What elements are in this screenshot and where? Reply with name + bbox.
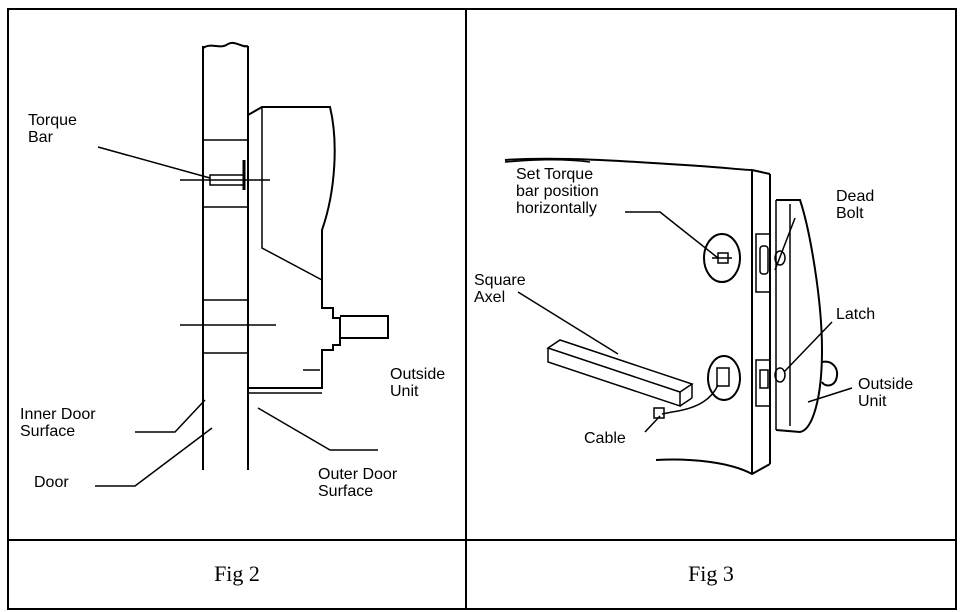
label-torque-bar: Torque Bar [28,112,77,146]
fig2-drawing [180,41,389,470]
label-outside-unit-fig3: Outside Unit [858,376,914,410]
label-set-torque-bar: Set Torque bar position horizontally [516,166,599,217]
fig3-outside-unit [774,199,838,434]
caption-fig-3: Fig 3 [688,561,734,586]
fig3-leaders [517,211,853,433]
label-latch: Latch [836,306,876,323]
torque-bar-drawing [180,174,270,186]
label-dead-bolt: Dead Bolt [836,188,875,222]
label-inner-door-surface: Inner Door Surface [20,406,96,440]
label-outside-unit-fig2: Outside Unit [390,366,446,400]
door-face [504,157,771,476]
label-door: Door [34,474,69,491]
fig2-leaders [95,146,378,487]
outside-unit-body [247,106,389,389]
table-grid [7,8,957,610]
label-outer-door-surface: Outer Door Surface [318,466,398,500]
caption-fig-2: Fig 2 [214,561,260,586]
square-axel-drawing [546,339,694,408]
cable-drawing [661,384,719,415]
door-slab [202,41,249,470]
label-square-axel: Square Axel [474,272,526,306]
label-cable: Cable [584,430,626,447]
